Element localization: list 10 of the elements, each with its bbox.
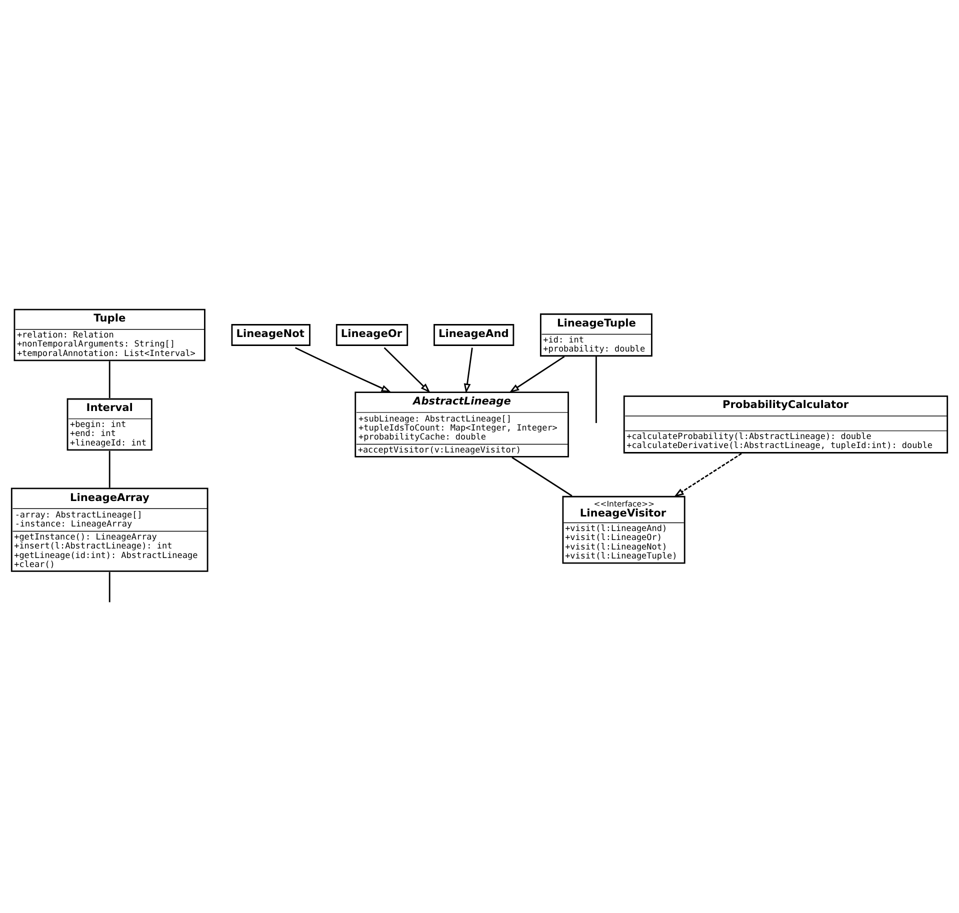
arrow — [509, 355, 565, 392]
connector — [108, 450, 110, 488]
connector — [108, 572, 110, 602]
connector — [512, 456, 572, 496]
connector — [596, 356, 597, 423]
arrow — [384, 346, 430, 392]
connector — [108, 360, 110, 398]
arrow — [294, 346, 392, 392]
arrow — [674, 452, 742, 496]
arrow — [464, 347, 473, 394]
